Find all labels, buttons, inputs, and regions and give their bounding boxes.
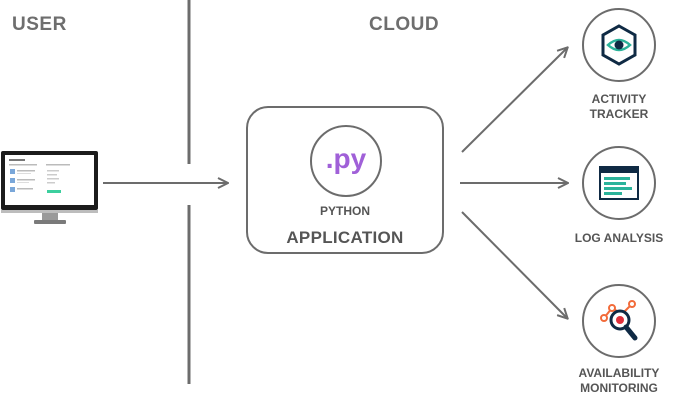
magnifier-network-icon — [600, 300, 638, 341]
user-section-label: USER — [12, 14, 67, 35]
application-label: APPLICATION — [286, 228, 404, 247]
log-analysis-icon — [582, 146, 656, 220]
python-icon-text: .py — [325, 143, 367, 174]
eye-hexagon-icon — [601, 24, 637, 66]
activity-tracker-icon — [582, 8, 656, 82]
log-analysis-label: LOG ANALYSIS — [560, 231, 676, 246]
activity-tracker-label-line2: TRACKER — [589, 107, 649, 121]
activity-tracker-label-line1: ACTIVITY — [591, 92, 647, 106]
availability-monitoring-label: AVAILABILITY MONITORING — [560, 366, 676, 396]
availability-monitoring-label-line1: AVAILABILITY — [578, 366, 660, 380]
log-window-icon — [599, 166, 639, 200]
activity-tracker-label: ACTIVITY TRACKER — [560, 92, 676, 122]
python-label: PYTHON — [319, 204, 370, 218]
availability-monitoring-label-line2: MONITORING — [580, 381, 658, 395]
application-box — [246, 106, 444, 254]
cloud-section-label: CLOUD — [369, 14, 440, 35]
monitor-icon — [1, 151, 98, 224]
log-analysis-label-line1: LOG ANALYSIS — [574, 231, 664, 245]
python-icon: .py — [310, 125, 382, 197]
availability-monitoring-icon — [582, 284, 656, 358]
arrow-app-to-availability — [461, 211, 567, 318]
arrow-app-to-activity — [461, 48, 567, 153]
